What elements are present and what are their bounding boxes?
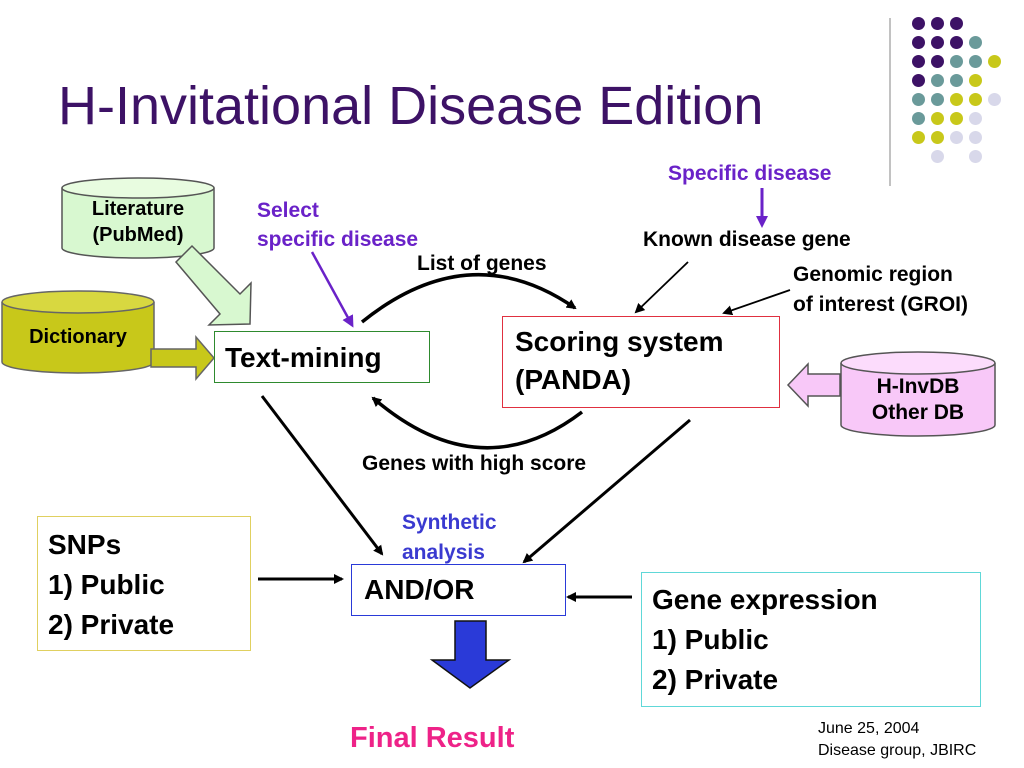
dot [969, 131, 982, 144]
slide-title: H-Invitational Disease Edition [58, 76, 764, 136]
dot [931, 36, 944, 49]
dot [950, 93, 963, 106]
dot [931, 112, 944, 125]
dot [950, 112, 963, 125]
literature-label: Literature (PubMed) [91, 198, 185, 246]
footer-date: June 25, 2004 [818, 720, 920, 737]
dictionary-to-textmining-arrow [150, 334, 215, 382]
known-gene-arrow [634, 261, 689, 314]
dictionary-database-icon [1, 290, 155, 374]
dot [912, 112, 925, 125]
dot [969, 36, 982, 49]
genes-high-score-label: Genes with high score [362, 452, 587, 475]
dot [950, 17, 963, 30]
hinvdb-database-icon [840, 351, 996, 437]
dot [912, 74, 925, 87]
dot [931, 55, 944, 68]
synthetic-analysis-label: Synthetic analysis [402, 511, 497, 564]
specific-disease-label: Specific disease [668, 162, 832, 185]
dot [969, 55, 982, 68]
dot [988, 55, 1001, 68]
dot [969, 150, 982, 163]
dot [950, 55, 963, 68]
groi-label: Genomic region of interest (GROI) [793, 263, 969, 316]
dot [931, 93, 944, 106]
footer-group: Disease group, JBIRC [818, 742, 977, 759]
literature-database-icon [61, 177, 215, 259]
dot [931, 150, 944, 163]
literature-to-textmining-arrow [174, 244, 252, 326]
genes-high-score-arrow [371, 396, 584, 450]
footer: June 25, 2004 Disease group, JBIRC [818, 718, 976, 762]
final-result-label: Final Result [350, 722, 515, 754]
list-of-genes-arrow [360, 273, 577, 324]
select-disease-arrow [310, 251, 354, 328]
dot [912, 131, 925, 144]
dot [912, 36, 925, 49]
list-of-genes-label: List of genes [417, 252, 547, 275]
dot [931, 17, 944, 30]
dot [950, 74, 963, 87]
text-mining-box: Text-mining [214, 331, 430, 383]
and-or-box: AND/OR [351, 564, 566, 616]
groi-arrow [722, 289, 791, 316]
dot [912, 17, 925, 30]
select-disease-label: Select specific disease [257, 199, 419, 251]
textmining-to-andor-arrow [260, 395, 384, 556]
dot [969, 112, 982, 125]
final-down-arrow [429, 620, 512, 689]
dot [931, 131, 944, 144]
dot [912, 93, 925, 106]
hinvdb-label: H-InvDB Other DB [871, 375, 965, 424]
hinvdb-to-scoring-arrow [786, 362, 841, 408]
dictionary-label: Dictionary [29, 326, 127, 348]
dot [950, 131, 963, 144]
dot [950, 36, 963, 49]
snps-box: SNPs 1) Public 2) Private [37, 516, 251, 651]
scoring-to-andor-arrow [522, 418, 691, 564]
dot [912, 55, 925, 68]
dot [931, 74, 944, 87]
dot [969, 93, 982, 106]
gene-expression-box: Gene expression 1) Public 2) Private [641, 572, 981, 707]
scoring-system-box: Scoring system (PANDA) [502, 316, 780, 408]
dot [969, 74, 982, 87]
dot [988, 93, 1001, 106]
known-disease-gene-label: Known disease gene [643, 228, 851, 251]
